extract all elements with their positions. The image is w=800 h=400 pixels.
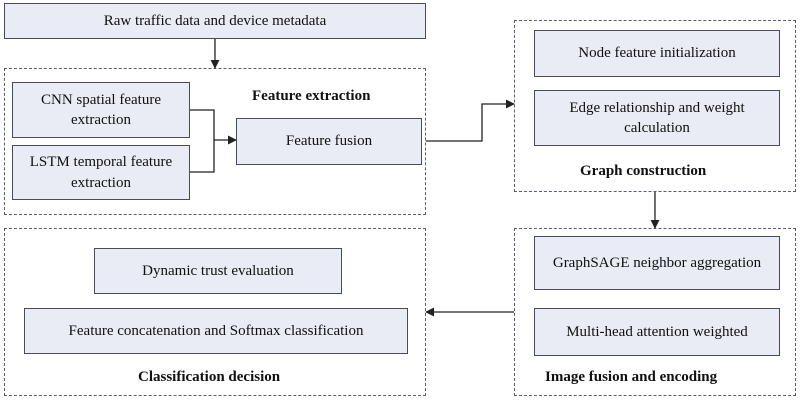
- trust-node: Dynamic trust evaluation: [94, 248, 342, 294]
- classification-label: Classification decision: [138, 369, 281, 385]
- fusion-node: Feature fusion: [236, 118, 422, 165]
- edge-calc-node: Edge relationship and weight calculation: [534, 90, 780, 146]
- feature-extraction-label: Feature extraction: [252, 88, 371, 104]
- node-init-node: Node feature initialization: [534, 30, 780, 77]
- raw-data-node: Raw traffic data and device metadata: [4, 3, 426, 39]
- cnn-node: CNN spatial feature extraction: [12, 82, 190, 138]
- graphsage-node: GraphSAGE neighbor aggregation: [534, 236, 780, 290]
- attention-node: Multi-head attention weighted: [534, 308, 780, 356]
- edge-fusion-to-graph: [426, 99, 515, 142]
- softmax-node: Feature concatenation and Softmax classi…: [24, 308, 408, 354]
- image-fusion-label: Image fusion and encoding: [545, 369, 718, 385]
- lstm-node: LSTM temporal feature extraction: [12, 145, 190, 200]
- graph-construction-label: Graph construction: [580, 163, 707, 179]
